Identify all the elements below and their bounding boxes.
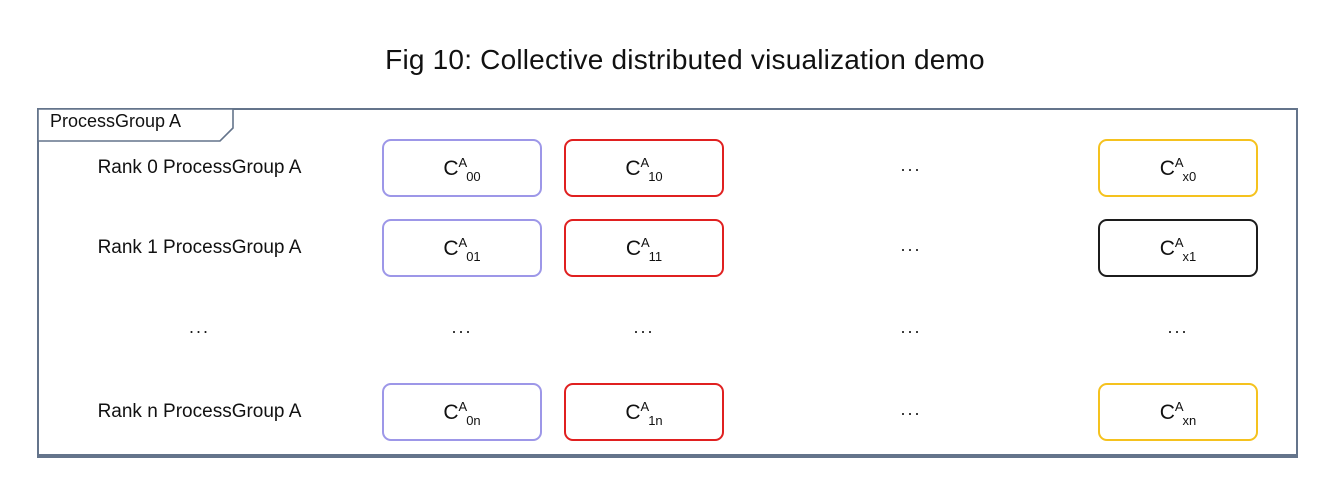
cell-label: CAx1 bbox=[1159, 234, 1197, 264]
cell-C-A-00: CA00 bbox=[382, 139, 542, 197]
process-group-tab: ProcessGroup A bbox=[37, 108, 237, 142]
cell-label: CAxn bbox=[1159, 398, 1197, 428]
ellipsis-col-0: ... bbox=[451, 317, 473, 337]
ellipsis-col-1: ... bbox=[633, 317, 655, 337]
ellipsis-row-n: ... bbox=[900, 399, 922, 419]
process-group-tab-label: ProcessGroup A bbox=[50, 111, 182, 131]
cell-label: CA1n bbox=[625, 398, 663, 428]
cell-C-A-10: CA10 bbox=[564, 139, 724, 197]
ellipsis-label-col: ... bbox=[188, 317, 210, 337]
cell-label: CA10 bbox=[625, 154, 663, 184]
cell-C-A-01: CA01 bbox=[382, 219, 542, 277]
cell-label: CAx0 bbox=[1159, 154, 1197, 184]
cell-C-A-1n: CA1n bbox=[564, 383, 724, 441]
cell-label: CA11 bbox=[625, 234, 663, 264]
cell-label: CA0n bbox=[443, 398, 481, 428]
row-label-rank-0: Rank 0 ProcessGroup A bbox=[97, 157, 302, 178]
cell-C-A-0n: CA0n bbox=[382, 383, 542, 441]
row-label-rank-1: Rank 1 ProcessGroup A bbox=[97, 237, 302, 258]
ellipsis-col-x: ... bbox=[1167, 317, 1189, 337]
ellipsis-col-mid: ... bbox=[900, 317, 922, 337]
row-label-rank-n: Rank n ProcessGroup A bbox=[97, 401, 302, 422]
process-group-panel: ProcessGroup A Rank 0 ProcessGroup A CA0… bbox=[37, 108, 1298, 458]
cell-C-A-11: CA11 bbox=[564, 219, 724, 277]
ellipsis-row-0: ... bbox=[900, 155, 922, 175]
cell-C-A-xn: CAxn bbox=[1098, 383, 1258, 441]
cell-C-A-x1: CAx1 bbox=[1098, 219, 1258, 277]
cell-label: CA00 bbox=[443, 154, 481, 184]
figure-title: Fig 10: Collective distributed visualiza… bbox=[385, 44, 985, 75]
cell-C-A-x0: CAx0 bbox=[1098, 139, 1258, 197]
cell-label: CA01 bbox=[443, 234, 481, 264]
ellipsis-row-1: ... bbox=[900, 235, 922, 255]
folder-tab-shape bbox=[37, 108, 234, 142]
rank-grid: Rank 0 ProcessGroup A CA00 CA10 ... CAx0… bbox=[39, 138, 1296, 442]
